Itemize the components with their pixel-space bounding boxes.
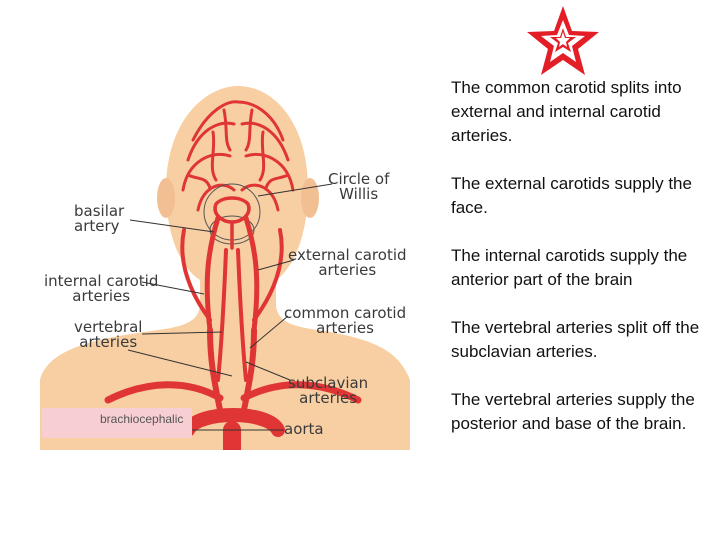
label-line: arteries: [72, 287, 131, 305]
label-internal-carotid: internal carotid arteries: [44, 274, 158, 304]
label-line: arteries: [316, 319, 374, 337]
notes-panel: The common carotid splits into external …: [451, 76, 713, 460]
anatomy-illustration: [40, 86, 410, 450]
label-line: external carotid: [288, 246, 407, 264]
note-vertebral-split: The vertebral arteries split off the sub…: [451, 318, 700, 361]
neck-arteries: [104, 215, 362, 450]
label-line: internal carotid: [44, 272, 159, 290]
label-line: arteries: [299, 389, 358, 407]
label-line: arteries: [318, 261, 377, 279]
label-brachiocephalic: brachiocephalic: [100, 412, 184, 426]
label-line: common carotid: [284, 304, 407, 322]
label-aorta: aorta: [284, 420, 324, 438]
label-vertebral: vertebral arteries: [74, 320, 142, 350]
red-star-icon: [524, 4, 602, 78]
leader-lines: [127, 183, 333, 431]
label-circle-of-willis: Circle of Willis: [328, 172, 389, 202]
cerebral-arteries: [181, 100, 295, 212]
label-line: Circle of: [328, 170, 390, 188]
label-line: Willis: [339, 185, 379, 203]
right-ear: [301, 178, 319, 218]
note-vertebral-supply: The vertebral arteries supply the poster…: [451, 390, 695, 433]
label-external-carotid: external carotid arteries: [288, 248, 407, 278]
label-common-carotid: common carotid arteries: [284, 306, 406, 336]
head-neck-artery-diagram: Circle of Willis basilar artery external…: [38, 80, 410, 450]
brachiocephalic-highlight: [42, 408, 192, 438]
label-line: basilar: [74, 202, 125, 220]
note-external-carotid: The external carotids supply the face.: [451, 174, 692, 217]
note-common-carotid: The common carotid splits into external …: [451, 78, 682, 145]
label-line: artery: [74, 217, 120, 235]
left-ear: [157, 178, 175, 218]
label-line: subclavian: [288, 374, 369, 392]
label-line: arteries: [79, 333, 138, 351]
note-internal-carotid: The internal carotids supply the anterio…: [451, 246, 688, 289]
label-basilar-artery: basilar artery: [74, 204, 124, 234]
label-line: vertebral: [74, 318, 143, 336]
label-subclavian: subclavian arteries: [288, 376, 368, 406]
